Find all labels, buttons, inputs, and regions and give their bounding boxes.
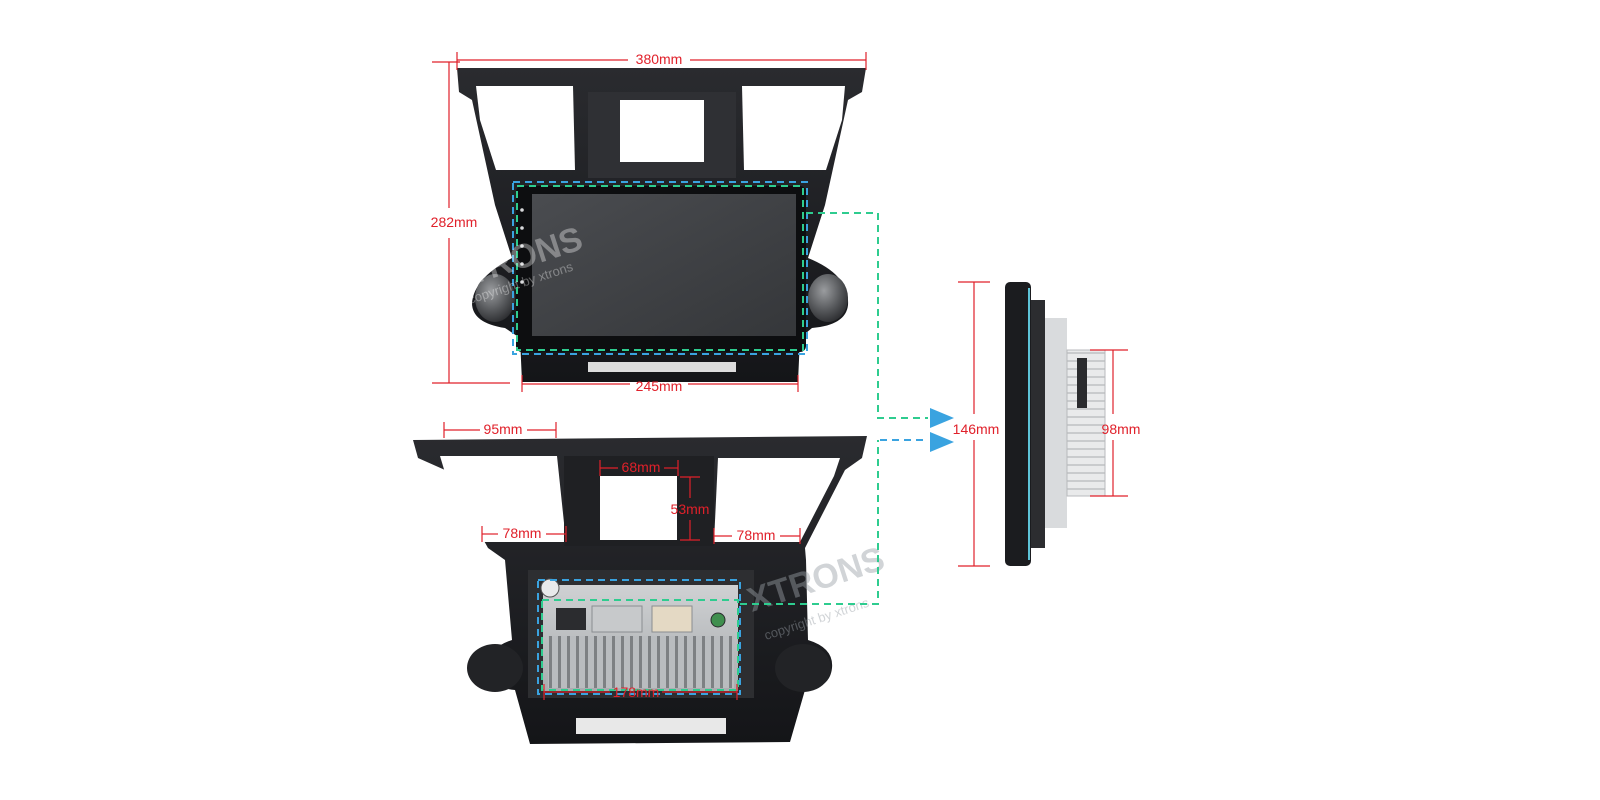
back-right-opening [714, 458, 840, 542]
back-left-knob-housing [467, 644, 523, 692]
front-width-label: 380mm [636, 51, 683, 67]
unit-antenna-port [710, 612, 726, 628]
front-center-slot [620, 100, 704, 162]
unit-connector-a [591, 605, 643, 633]
left-knob [475, 274, 515, 322]
arrow-upper-icon [930, 408, 954, 428]
screen-outline-green [516, 185, 804, 351]
front-dimensions: 380mm 282mm 245mm [431, 51, 867, 394]
unit-outline-blue [537, 579, 741, 695]
connector-green-lower [740, 440, 879, 605]
arrow-lower-icon [930, 432, 954, 452]
side-dimensions: 146mm 98mm [953, 281, 1141, 567]
back-dimensions: 95mm 68mm 53mm 78mm 78mm 178mm [443, 421, 801, 700]
back-left-opening [440, 456, 566, 542]
back-lower-slot [576, 718, 726, 734]
connector-green [806, 212, 928, 419]
screen-outline-blue [512, 181, 808, 355]
screen-width-label: 245mm [636, 378, 683, 394]
unit-connector-b [651, 605, 693, 633]
center-slot-width-label: 68mm [622, 459, 661, 475]
side-slot-width-label: 95mm [484, 421, 523, 437]
side-bracket [1031, 300, 1045, 548]
side-screen-panel [1005, 282, 1031, 566]
head-unit-screen [532, 194, 796, 336]
front-height-label: 282mm [431, 214, 478, 230]
side-view [1005, 282, 1106, 566]
unit-fan [540, 578, 560, 598]
unit-connector-main [556, 608, 586, 630]
center-slot-height-label: 53mm [671, 501, 710, 517]
right-knob [808, 274, 848, 322]
connector-lines [740, 212, 954, 605]
front-lower-slot [588, 362, 736, 372]
front-view: XTRONS copyright by xtrons [441, 68, 866, 382]
unit-heatsink [548, 636, 734, 688]
back-center-opening [600, 476, 677, 540]
side-depth-label: 98mm [1102, 421, 1141, 437]
front-right-vent [742, 86, 845, 170]
side-unit-plug [1077, 358, 1087, 408]
left-lower-width-label: 78mm [503, 525, 542, 541]
unit-width-label: 178mm [613, 684, 660, 700]
back-view: XTRONS copyright by xtrons [413, 436, 889, 744]
front-left-vent [476, 86, 575, 170]
unit-outline-green [541, 599, 739, 691]
screen-side-buttons [520, 208, 524, 284]
right-lower-width-label: 78mm [737, 527, 776, 543]
back-right-knob-housing [775, 644, 831, 692]
side-housing [1045, 318, 1067, 528]
side-height-label: 146mm [953, 421, 1000, 437]
